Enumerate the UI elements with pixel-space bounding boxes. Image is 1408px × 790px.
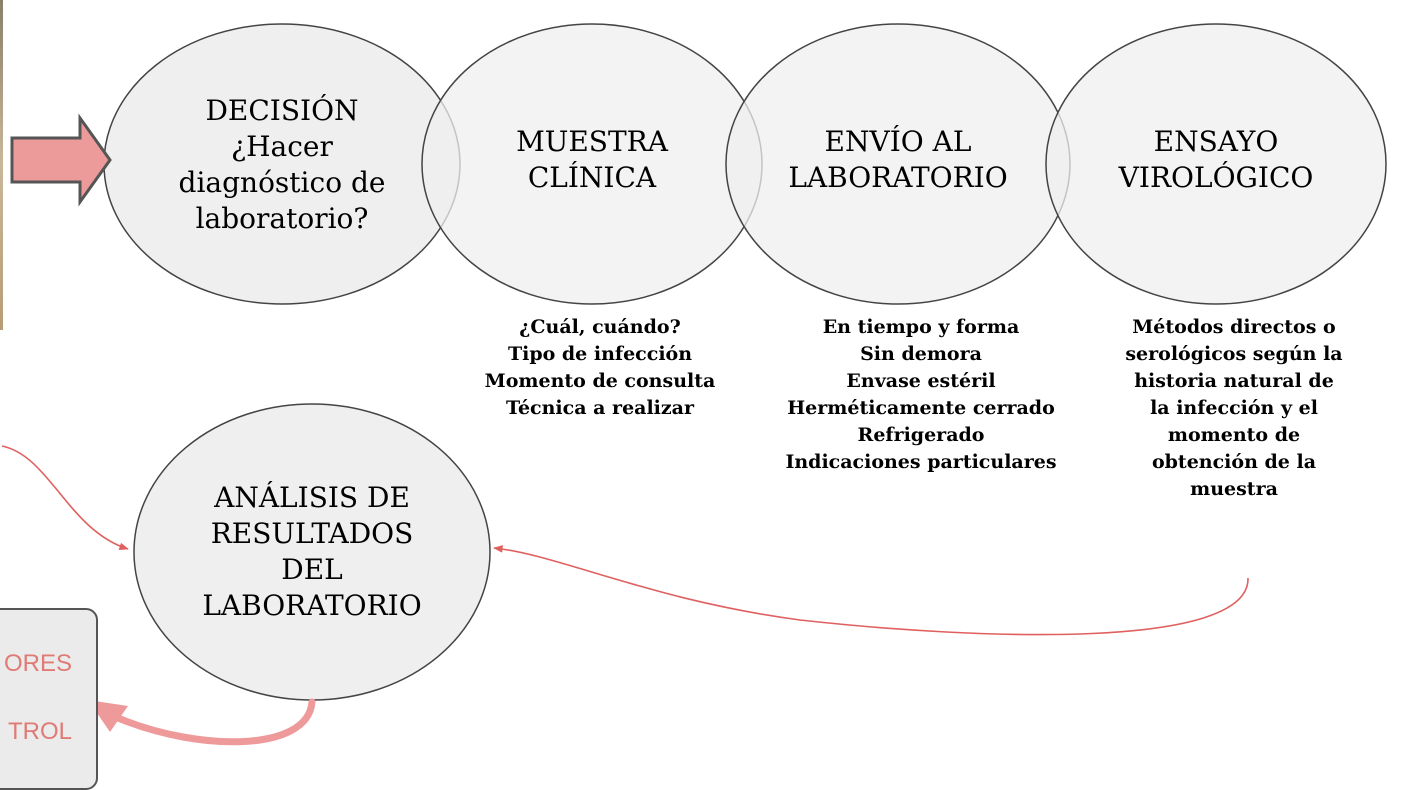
- circle-ensayo: [1045, 23, 1387, 305]
- notes-envio: En tiempo y forma Sin demora Envase esté…: [785, 316, 1057, 473]
- connector-return: [493, 545, 1249, 636]
- analysis-label: ANÁLISIS DE RESULTADOS DEL LABORATORIO: [202, 481, 422, 622]
- control-box: ORES TROL: [0, 608, 98, 790]
- curved-arrow-head: [88, 700, 128, 732]
- control-box-text-2: TROL: [7, 718, 72, 745]
- notes-muestra: ¿Cuál, cuándo? Tipo de infección Momento…: [484, 316, 716, 419]
- step-muestra-label: MUESTRA CLÍNICA: [516, 125, 668, 194]
- step-decision-label: DECISIÓN ¿Hacer diagnóstico de laborator…: [178, 94, 386, 235]
- connector-left: [1, 445, 129, 551]
- step-ensayo-label: ENSAYO VIROLÓGICO: [1118, 125, 1314, 194]
- curved-arrow-icon: [114, 698, 316, 746]
- step-envio-label: ENVÍO AL LABORATORIO: [788, 125, 1008, 194]
- control-box-text-1: ORES: [3, 650, 72, 677]
- right-block-arrow-icon: [10, 113, 112, 207]
- notes-ensayo: Métodos directos o serológicos según la …: [1125, 316, 1343, 500]
- photo-edge: [0, 0, 3, 330]
